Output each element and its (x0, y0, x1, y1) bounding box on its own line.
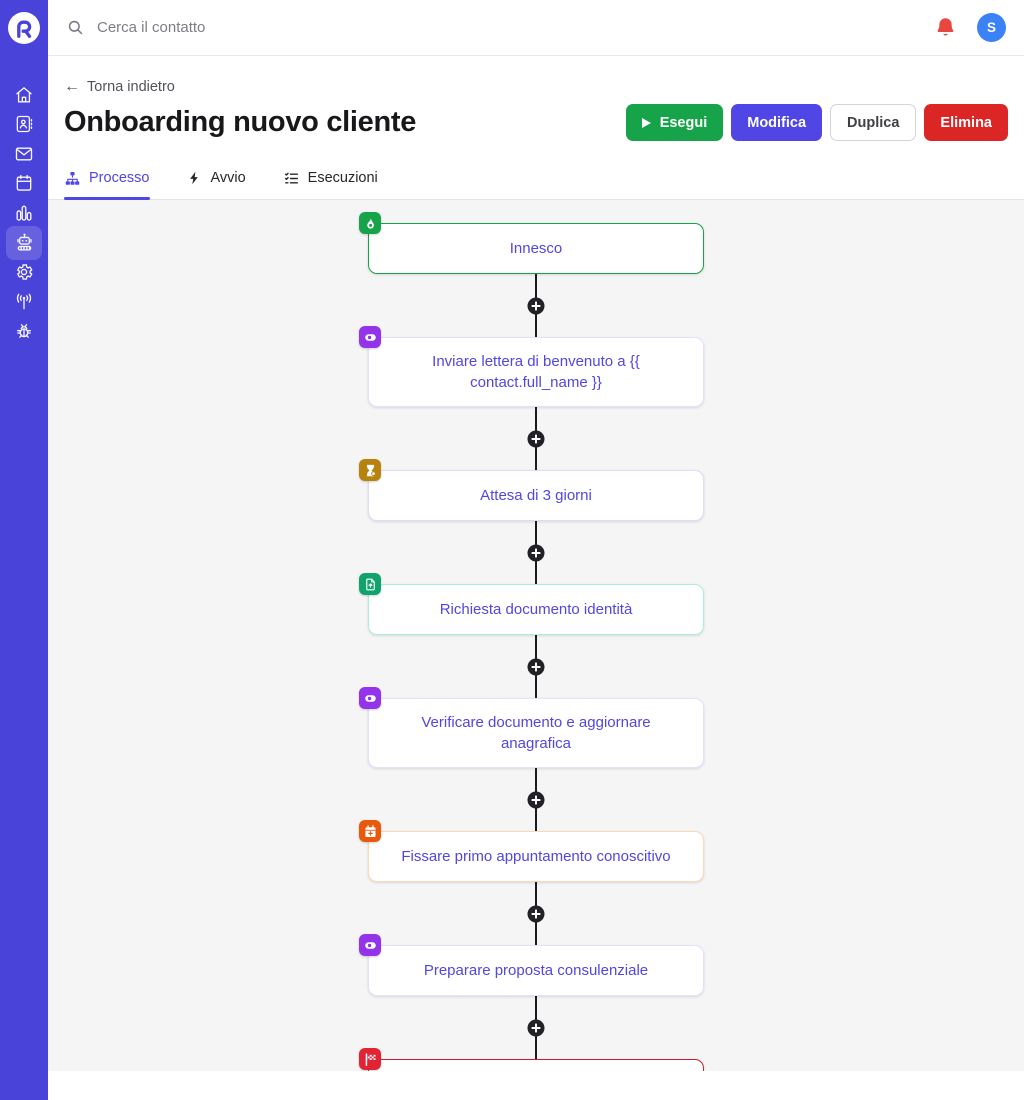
play-icon (641, 117, 651, 128)
gear-icon (14, 262, 34, 282)
bell-icon (937, 18, 954, 36)
topbar-right: S (934, 13, 1006, 42)
list-check-icon (284, 172, 298, 184)
main-content: ← Torna indietro Onboarding nuovo client… (48, 0, 1024, 1071)
back-link[interactable]: ← Torna indietro (64, 78, 175, 96)
plus-icon (531, 434, 541, 443)
sidebar-item-settings[interactable] (6, 258, 42, 288)
flame-icon (359, 212, 381, 234)
workflow-node[interactable]: Preparare proposta consulenziale (359, 934, 704, 996)
workflow-node[interactable]: Inviare lettera di benvenuto a {{ contac… (359, 326, 704, 407)
robot-icon (14, 232, 35, 253)
workflow-node[interactable]: Innesco (359, 212, 704, 274)
workflow-node[interactable] (359, 1048, 704, 1071)
plus-icon (531, 909, 541, 918)
sidebar-item-contacts[interactable] (6, 110, 42, 140)
search-icon (68, 20, 83, 35)
broadcast-icon (14, 292, 34, 312)
sidebar-item-mail[interactable] (6, 139, 42, 169)
workflow-node[interactable]: Fissare primo appuntamento conoscitivo (359, 820, 704, 882)
bar-chart-icon (14, 203, 34, 223)
mail-icon (14, 144, 34, 164)
elimina-button[interactable]: Elimina (924, 104, 1008, 141)
tab-bar: Processo Avvio Esecuzioni (48, 168, 1024, 200)
node-label: Verificare documento e aggiornare anagra… (421, 714, 651, 752)
sidebar-item-broadcast[interactable] (6, 287, 42, 317)
back-label: Torna indietro (87, 79, 175, 95)
sidebar-item-automations[interactable] (6, 225, 42, 260)
node-label: Richiesta documento identità (439, 601, 633, 618)
node-label: Attesa di 3 giorni (480, 487, 592, 504)
app-logo[interactable] (8, 0, 40, 56)
tab-processo[interactable]: Processo (64, 168, 151, 200)
back-arrow-icon: ← (64, 78, 80, 95)
flag-checkered-icon (359, 1048, 381, 1070)
file-import-icon (359, 573, 381, 595)
connector-line (527, 996, 545, 1059)
home-icon (14, 85, 34, 105)
node-label: Inviare lettera di benvenuto a {{ contac… (432, 353, 640, 391)
automation-icon (359, 687, 381, 709)
esegui-button[interactable]: Esegui (625, 104, 724, 141)
automation-icon (359, 326, 381, 348)
sidebar-nav (6, 80, 42, 346)
duplica-button[interactable]: Duplica (830, 104, 917, 141)
add-step-button[interactable] (527, 544, 545, 561)
page-header: ← Torna indietro Onboarding nuovo client… (48, 56, 1024, 200)
connector-line (527, 521, 545, 584)
topbar: S (48, 0, 1024, 56)
connector-line (527, 882, 545, 945)
connector-line (527, 768, 545, 831)
plus-icon (531, 795, 541, 804)
plus-icon (531, 548, 541, 557)
action-buttons: Esegui Modifica Duplica Elimina (625, 104, 1008, 141)
sidebar-item-charts[interactable] (6, 198, 42, 228)
node-label: Fissare primo appuntamento conoscitivo (401, 848, 671, 865)
workflow-node[interactable]: Verificare documento e aggiornare anagra… (359, 687, 704, 768)
sidebar (0, 0, 48, 1100)
tab-esecuzioni[interactable]: Esecuzioni (283, 168, 379, 199)
plus-icon (531, 301, 541, 310)
sidebar-item-debug[interactable] (6, 317, 42, 347)
calendar-icon (14, 173, 34, 193)
workflow-node[interactable]: Richiesta documento identità (359, 573, 704, 635)
plus-icon (531, 662, 541, 671)
workflow-node[interactable]: Attesa di 3 giorni (359, 459, 704, 521)
add-step-button[interactable] (527, 658, 545, 675)
bug-icon (14, 321, 34, 341)
connector-line (527, 407, 545, 470)
modifica-button[interactable]: Modifica (731, 104, 823, 141)
hourglass-icon (359, 459, 381, 481)
avatar[interactable]: S (977, 13, 1006, 42)
search-input[interactable] (97, 19, 517, 36)
plus-icon (531, 1023, 541, 1032)
add-step-button[interactable] (527, 791, 545, 808)
add-step-button[interactable] (527, 430, 545, 447)
notifications-button[interactable] (934, 16, 957, 39)
page-title: Onboarding nuovo cliente (64, 106, 417, 138)
address-book-icon (14, 114, 34, 134)
connector-line (527, 274, 545, 337)
search-bar (66, 18, 934, 37)
connector-line (527, 635, 545, 698)
calendar-plus-icon (359, 820, 381, 842)
bolt-icon (190, 171, 199, 185)
tab-avvio[interactable]: Avvio (186, 168, 246, 199)
node-label: Preparare proposta consulenziale (423, 962, 649, 979)
sitemap-icon (65, 171, 80, 185)
node-label: Innesco (509, 240, 563, 257)
sidebar-item-calendar[interactable] (6, 169, 42, 199)
sidebar-item-home[interactable] (6, 80, 42, 110)
add-step-button[interactable] (527, 297, 545, 314)
add-step-button[interactable] (527, 905, 545, 922)
automation-icon (359, 934, 381, 956)
add-step-button[interactable] (527, 1019, 545, 1036)
logo-icon (8, 12, 40, 44)
